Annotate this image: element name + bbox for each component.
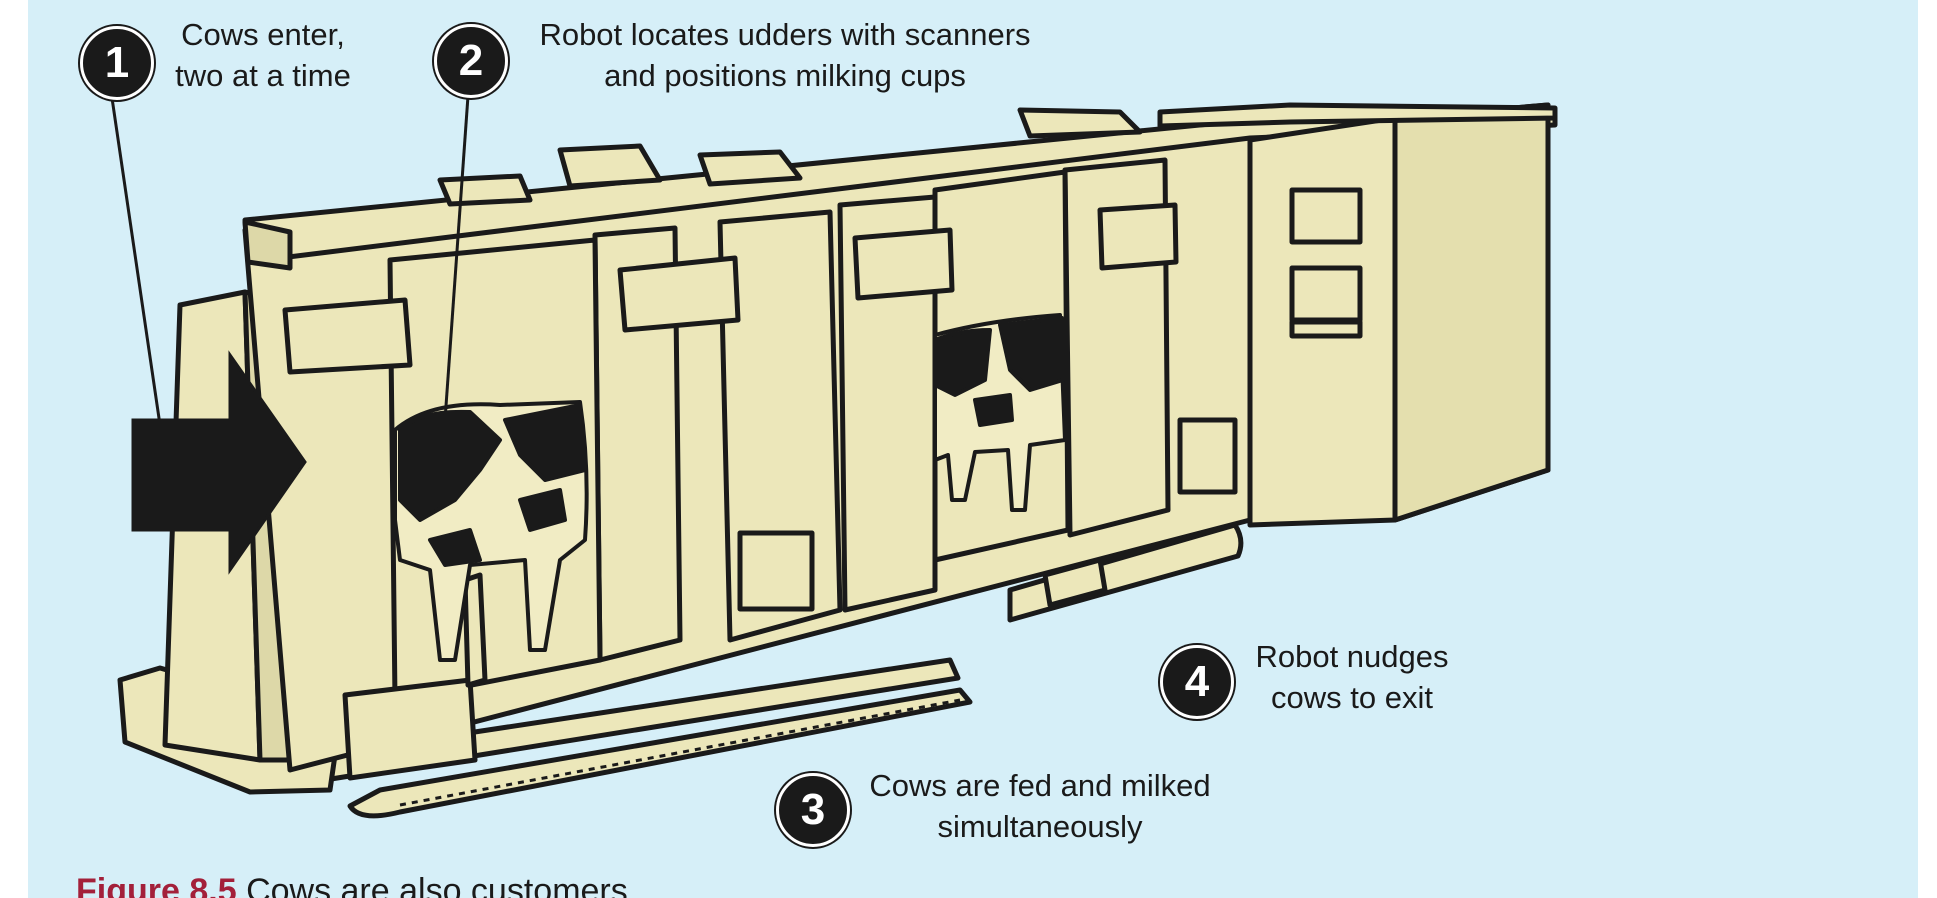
- step-3-label: Cows are fed and milked simultaneously: [869, 768, 1211, 844]
- figure-title: Cows are also customers: [246, 872, 628, 898]
- cow-1: [393, 400, 589, 662]
- figure-number: Figure 8.5: [76, 872, 237, 898]
- figure-caption: Figure 8.5 Cows are also customers: [76, 872, 628, 898]
- step-2-badge: 2: [434, 24, 508, 98]
- step-1-badge: 1: [80, 26, 154, 100]
- step-4-badge: 4: [1160, 645, 1234, 719]
- cow-2: [933, 313, 1067, 512]
- step-2-label: Robot locates udders with scanners and p…: [539, 17, 1031, 93]
- step-3-badge: 3: [776, 773, 850, 847]
- step-4-label: Robot nudges cows to exit: [1255, 639, 1449, 715]
- entry-arrow: [131, 350, 307, 575]
- step-1-label: Cows enter, two at a time: [175, 17, 351, 93]
